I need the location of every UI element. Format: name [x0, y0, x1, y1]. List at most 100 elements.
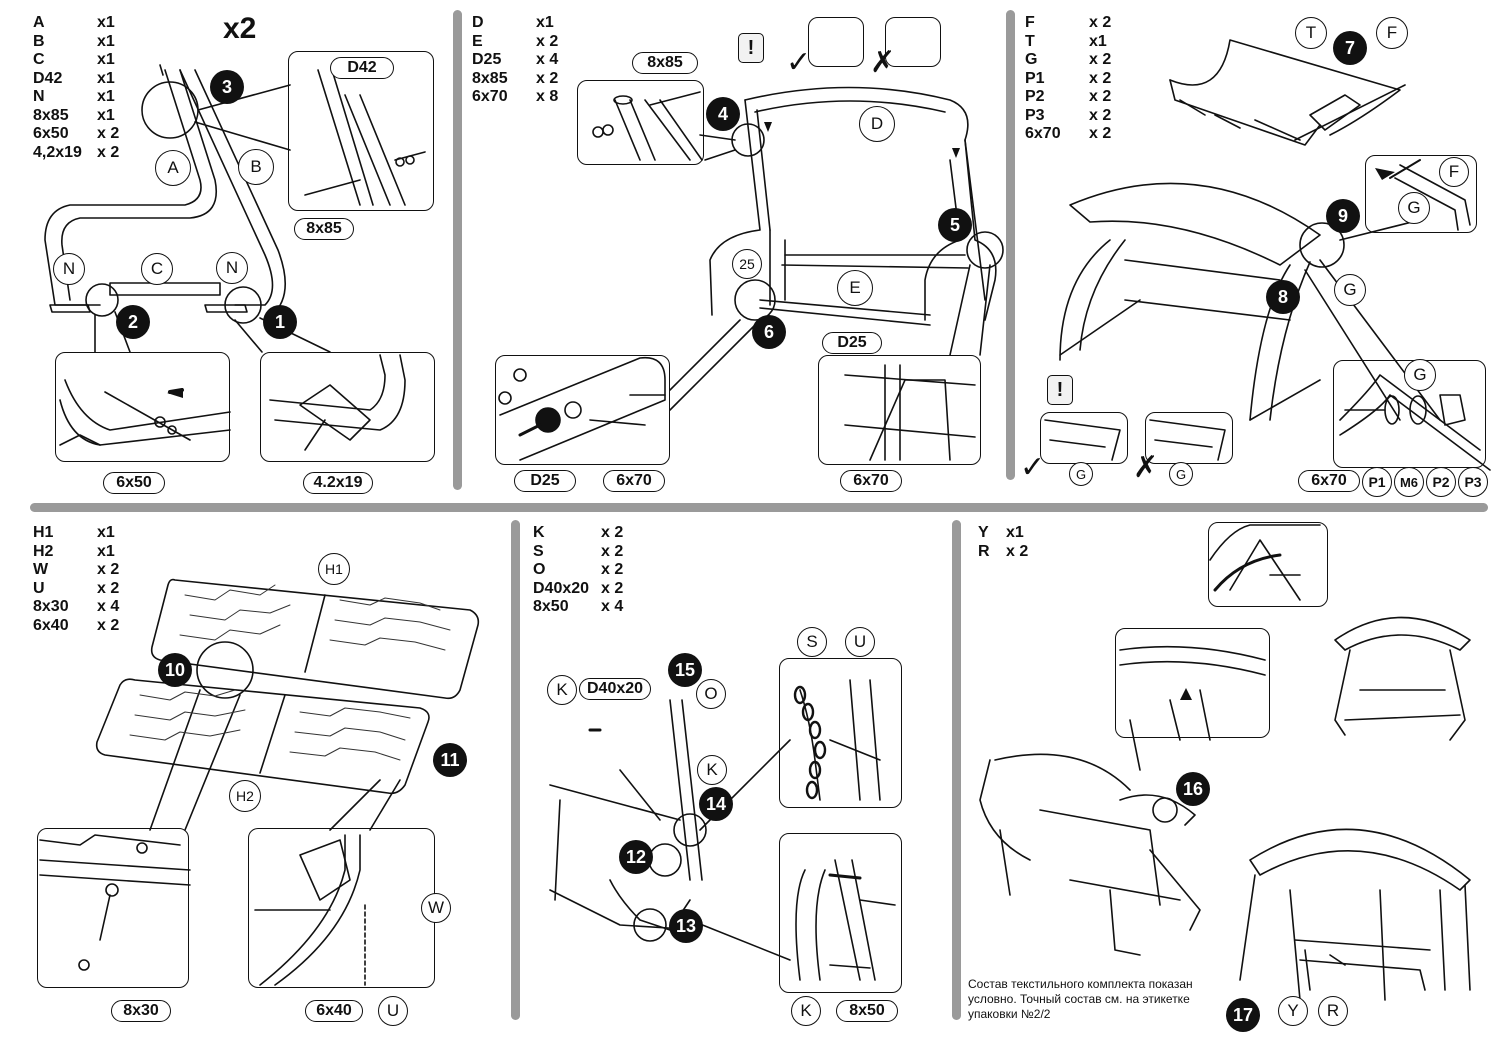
label-g-ok: G	[1069, 462, 1093, 486]
part-qty: x 2	[1089, 69, 1112, 87]
step-2: 2	[116, 305, 150, 339]
detail-box-6x50	[55, 352, 230, 462]
label-s: S	[797, 627, 827, 657]
net-pattern	[129, 584, 451, 761]
part-code: U	[33, 579, 45, 597]
canopy-t-f-drawing	[1169, 39, 1406, 146]
detail-w-u-drawing	[254, 834, 366, 986]
part-code: W	[33, 561, 49, 578]
pill-8x85: 8x85	[294, 218, 354, 240]
detail-8x50-drawing	[795, 859, 896, 981]
part-code: P3	[1025, 106, 1045, 124]
label-n-left: N	[53, 253, 85, 285]
part-qty: x1	[97, 14, 115, 31]
detail-p-drawing	[1339, 374, 1491, 471]
step-5: 5	[938, 208, 972, 242]
part-code: O	[533, 561, 546, 578]
pill-6x70-b: 6x70	[840, 470, 902, 492]
detail-box-wrong	[885, 17, 941, 67]
label-k-bottom: K	[791, 996, 821, 1026]
pill-8x50: 8x50	[836, 1000, 898, 1022]
part-code: H2	[33, 542, 54, 560]
part-row: H2 x1	[33, 543, 119, 562]
part-code: D25	[472, 51, 502, 68]
step-7: 7	[1333, 31, 1367, 65]
check-icon-g: ✓	[1020, 451, 1046, 484]
frame-d-e-drawing	[669, 86, 1004, 411]
part-code: G	[1025, 51, 1038, 68]
textile-note: Состав текстильного комплекта показан ус…	[968, 977, 1193, 1021]
detail-box-8x85	[577, 80, 704, 165]
arrows	[167, 122, 1395, 700]
seat-nets-drawing	[95, 578, 480, 831]
label-p1: P1	[1362, 467, 1392, 497]
step-1: 1	[263, 305, 297, 339]
part-qty: x 2	[601, 579, 624, 597]
pill-d42: D42	[330, 57, 394, 79]
part-qty: x 2	[97, 143, 120, 161]
part-code: S	[533, 542, 544, 560]
part-qty: x1	[97, 542, 115, 560]
panel-divider	[453, 10, 462, 490]
part-qty: x 2	[536, 32, 559, 50]
label-p2: P2	[1426, 467, 1456, 497]
part-qty: x1	[1089, 32, 1107, 50]
cross-icon-g: ✗	[1133, 451, 1159, 484]
part-code: R	[978, 542, 990, 560]
step-10: 10	[158, 653, 192, 687]
part-code: 8x85	[33, 106, 69, 124]
part-code: P1	[1025, 69, 1045, 87]
part-qty: x1	[97, 88, 115, 105]
pill-6x70-c: 6x70	[1298, 470, 1360, 492]
label-f-detail: F	[1439, 157, 1469, 187]
detail-box-4-2x19	[260, 352, 435, 462]
step-16: 16	[1176, 772, 1210, 806]
part-qty: x 2	[1089, 125, 1112, 142]
detail-4-2x19-drawing	[269, 354, 406, 451]
detail-f-g-drawing	[1389, 159, 1471, 231]
small-swing-drawing	[1334, 616, 1471, 741]
mid-swing-drawing	[979, 719, 1201, 956]
step-4: 4	[706, 97, 740, 131]
part-code: K	[533, 524, 545, 541]
detail-box-correct	[808, 17, 864, 67]
part-qty: x 4	[97, 598, 120, 615]
panel-divider	[511, 520, 520, 1020]
label-u: U	[378, 996, 408, 1026]
part-qty: x 2	[1089, 106, 1112, 124]
part-qty: x1	[97, 69, 115, 87]
part-qty: x1	[536, 14, 554, 31]
panel-divider-horizontal	[30, 503, 1488, 512]
part-code: P2	[1025, 88, 1045, 105]
detail-box-8x30	[37, 828, 189, 988]
label-f: F	[1376, 17, 1408, 49]
warning-icon: !	[738, 33, 764, 63]
detail-box-d25-6x70	[818, 355, 981, 465]
detail-box-f-g	[1365, 155, 1477, 233]
label-r: R	[1318, 996, 1348, 1026]
step-13: 13	[669, 909, 703, 943]
part-qty: x1	[97, 106, 115, 124]
part-qty: x1	[97, 51, 115, 68]
pill-6x50: 6x50	[103, 472, 165, 494]
part-qty: x 2	[601, 561, 624, 578]
label-y: Y	[1278, 996, 1308, 1026]
part-row: D42 x1	[33, 70, 119, 89]
detail-8x30-drawing	[39, 834, 191, 971]
part-qty: x 2	[97, 579, 120, 597]
part-code: D42	[33, 69, 63, 87]
part-qty: x 2	[536, 69, 559, 87]
